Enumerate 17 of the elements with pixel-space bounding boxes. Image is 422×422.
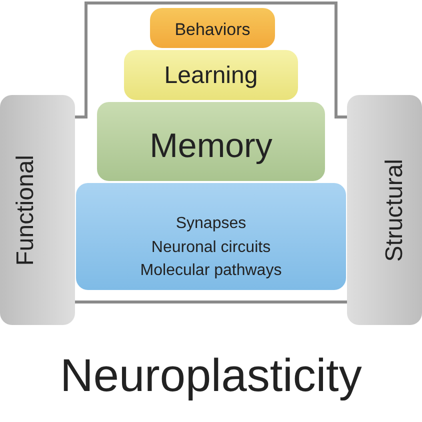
layer-label: Learning — [164, 62, 258, 91]
pillar-box — [347, 95, 422, 325]
layer-label: Behaviors — [174, 20, 250, 40]
side-label: Functional — [12, 154, 40, 266]
layer-box — [124, 50, 298, 100]
layer-label: Neuronal circuits — [151, 238, 271, 257]
layer-box — [76, 183, 346, 290]
layer-label: Molecular pathways — [140, 260, 282, 280]
layer-box — [150, 8, 275, 48]
side-label: Structural — [381, 158, 410, 262]
layer-label: Memory — [150, 126, 272, 167]
diagram-title: Neuroplasticity — [59, 348, 363, 402]
layer-box — [97, 102, 325, 181]
connector-line — [75, 300, 347, 304]
layer-label: Synapses — [176, 214, 246, 234]
pillar-box — [0, 95, 75, 325]
connector-line — [75, 2, 347, 118]
